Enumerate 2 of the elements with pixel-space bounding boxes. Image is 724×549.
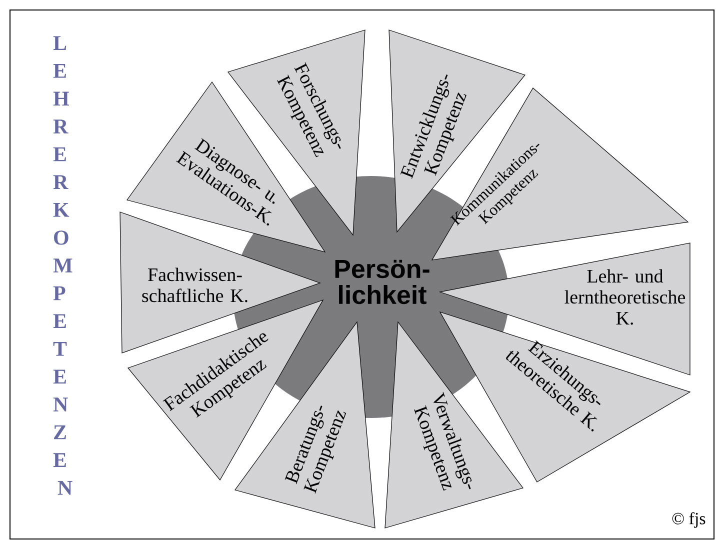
vertical-title: LEHRERKOMPETENZEN: [53, 36, 72, 495]
copyright-note: © fjs: [672, 512, 706, 528]
